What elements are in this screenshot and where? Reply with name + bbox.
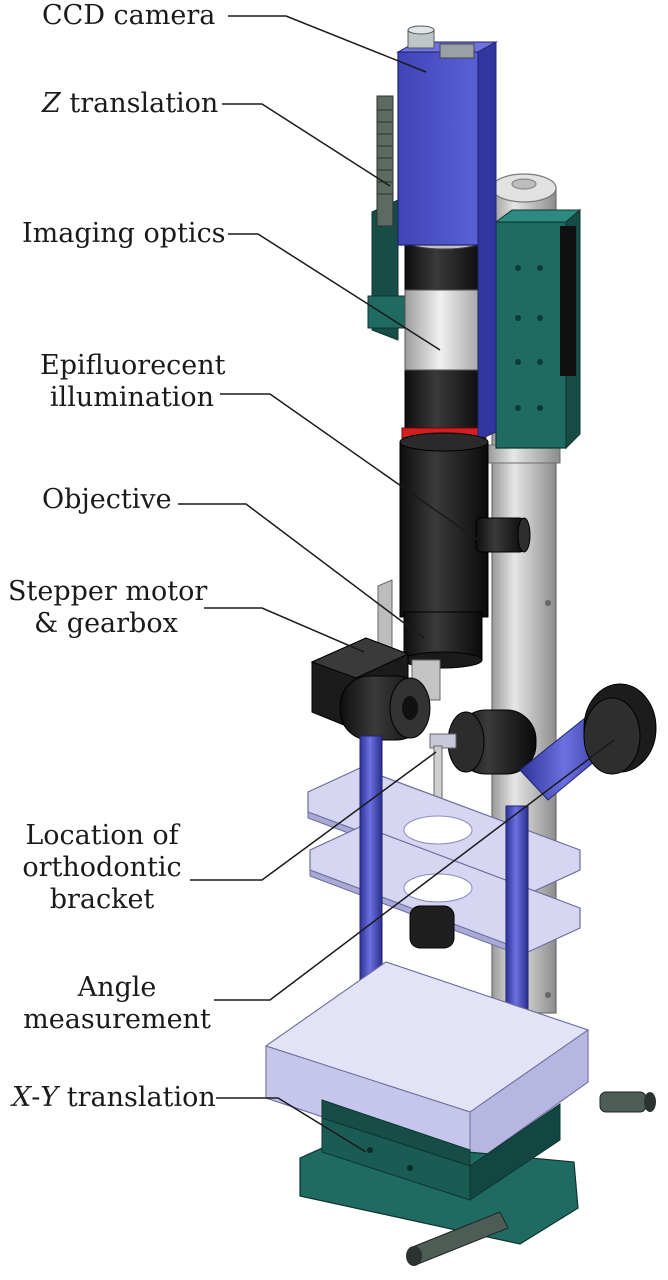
- leader-location-bracket: [190, 751, 437, 881]
- leader-objective: [178, 503, 425, 639]
- leader-imaging-optics: [228, 233, 441, 351]
- xy-translation-stage: [299, 1091, 656, 1266]
- label-objective-text: Objective: [42, 484, 172, 515]
- epifluorescent-illumination: [399, 432, 531, 618]
- leader-ccd-camera: [228, 15, 427, 73]
- label-imaging-optics: Imaging optics: [22, 218, 226, 250]
- leader-angle-measurement: [214, 739, 615, 1001]
- leader-stepper-motor: [204, 607, 365, 653]
- label-xy-translation: X-Y translation: [12, 1082, 216, 1114]
- z-translation-screw: [376, 95, 394, 227]
- label-angle-measurement: Angle measurement: [20, 972, 214, 1036]
- xy-dash: -: [31, 1082, 41, 1113]
- leader-epifluorescent: [220, 393, 479, 541]
- z-translation-text: translation: [69, 88, 219, 119]
- label-stepper-motor: Stepper motor & gearbox: [8, 576, 208, 640]
- angle-line-2: measurement: [23, 1004, 211, 1035]
- location-line-2: orthodontic: [22, 852, 182, 883]
- z-axis-letter: Z: [42, 88, 61, 119]
- location-line-1: Location of: [25, 820, 179, 851]
- label-z-translation: Z translation: [42, 88, 218, 120]
- leader-z-translation: [222, 103, 391, 187]
- label-imaging-optics-text: Imaging optics: [22, 218, 226, 249]
- xy-translation-text: translation: [66, 1082, 216, 1113]
- stepper-line-1: Stepper motor: [8, 576, 208, 607]
- label-epifluorescent-illumination: Epifluorecent illumination: [40, 350, 226, 414]
- label-objective: Objective: [42, 484, 172, 516]
- epifluorescent-line-1: Epifluorecent: [40, 350, 226, 381]
- angle-line-1: Angle: [77, 972, 157, 1003]
- location-line-3: bracket: [49, 884, 155, 915]
- stepper-line-2: & gearbox: [34, 608, 178, 639]
- imaging-optics: [401, 230, 487, 439]
- leader-lines: [178, 15, 615, 1153]
- label-ccd-camera: CCD camera: [42, 0, 215, 32]
- label-location-of-bracket: Location of orthodontic bracket: [14, 820, 190, 916]
- y-axis-letter: Y: [40, 1082, 59, 1113]
- x-axis-letter: X: [12, 1082, 32, 1113]
- ccd-camera: [396, 25, 498, 441]
- epifluorescent-line-2: illumination: [49, 382, 215, 413]
- drive-shaft: [339, 675, 537, 809]
- label-ccd-camera-text: CCD camera: [42, 0, 216, 31]
- objective: [377, 579, 483, 701]
- angle-measurement-arm: [519, 683, 657, 801]
- leader-xy-translation: [216, 1097, 367, 1153]
